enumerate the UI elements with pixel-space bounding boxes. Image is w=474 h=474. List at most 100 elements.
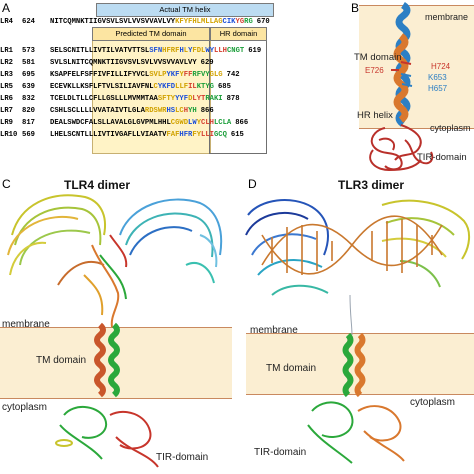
- sequence-segment: HFRF: [162, 47, 180, 55]
- membrane-line-bottom: [359, 128, 474, 129]
- tlr4-dimer-structure: [7, 194, 223, 468]
- sequence-segment: H: [179, 47, 184, 55]
- sequence-segment: FY: [192, 131, 202, 139]
- hr-helix-label-b: HR helix: [357, 110, 393, 121]
- sequence-segment: SFN: [149, 47, 163, 55]
- predicted-tm-domain-box: Predicted TM domain: [92, 27, 210, 41]
- panel-letter-a: A: [2, 1, 11, 15]
- sequence-start: 832: [22, 95, 35, 103]
- sequence-start: 573: [22, 47, 35, 55]
- sequence-segment: LLH: [214, 47, 227, 55]
- tir-domain-label-d: TIR-domain: [254, 447, 307, 458]
- left-ectodomain: [7, 194, 106, 286]
- sequence-segment: WY: [205, 47, 215, 55]
- cytoplasm-label-b: cytoplasm: [430, 123, 471, 133]
- sequence-segment: GLG: [209, 71, 223, 79]
- sequence-segment: CGWD: [170, 119, 189, 127]
- sequence-start: 820: [22, 107, 35, 115]
- sequence-segment: SELSCNITLLIVTILVATVTTSL: [50, 47, 150, 55]
- tlr4-monomer-structure: [369, 2, 434, 172]
- membrane-line-bottom-c: [0, 398, 232, 399]
- sequence-segment: CLH: [201, 119, 214, 127]
- panel-d: D TLR3 dimer: [232, 175, 474, 474]
- sequence-end: 878: [226, 95, 240, 103]
- sequence-segment: ECEVKLLKSFLFTVLSILIAVFNL: [50, 83, 154, 91]
- sequence-end: 866: [235, 119, 249, 127]
- sequence-segment: SFTY: [157, 95, 176, 103]
- cytoplasm-label-d: cytoplasm: [410, 397, 456, 408]
- sequence-start: 817: [22, 119, 35, 127]
- sequence-segment: LLF: [175, 83, 189, 91]
- sequence-segment: CSHLSCLLLLVVATAIVTLGLA: [50, 107, 145, 115]
- sequence-segment: C: [153, 83, 158, 91]
- sequence-segment: D: [188, 95, 193, 103]
- sequence-segment: H: [183, 107, 189, 115]
- sequence-name: LR2: [0, 59, 13, 67]
- panel-b: B membrane TM domain HR helix cytoplasm …: [345, 0, 474, 175]
- sequence-segment: L: [183, 47, 189, 55]
- sequence-segment: DEALSWDCFALSLLAVALGLGVPMLHHL: [50, 119, 171, 127]
- sequence-segment: Y: [179, 71, 184, 79]
- tir-domain-label-c: TIR-domain: [156, 452, 209, 463]
- sequence-segment: RG: [244, 18, 253, 26]
- sequence-end: 742: [226, 71, 240, 79]
- sequence-segment: Y: [188, 47, 193, 55]
- sequence-segment: NITCQMNK: [50, 18, 85, 26]
- panel-c: C TLR4 dimer: [0, 175, 232, 474]
- tm-highlight-region: [92, 40, 211, 154]
- sequence-end: 629: [200, 59, 214, 67]
- sequence-segment: HS: [166, 107, 176, 115]
- sequence-start: 581: [22, 59, 35, 67]
- sequence-segment: TCELDLTLLCFLLGSLLLMVMMTAA: [50, 95, 158, 103]
- residue-label-h657: H657: [428, 84, 448, 93]
- cytoplasm-label-c: cytoplasm: [2, 402, 48, 413]
- sequence-segment: LYT: [192, 95, 206, 103]
- sequence-name: LR1: [0, 47, 13, 55]
- residue-label-k653: K653: [428, 73, 447, 82]
- sequence-start: 639: [22, 83, 35, 91]
- sequence-segment: TIIGVSVLSVLVVSVVAVLVY: [84, 18, 176, 26]
- central-linker: [83, 234, 128, 328]
- panel-a: A Actual TM helix Predicted TM domain HR…: [0, 0, 345, 175]
- sequence-name: LR4: [0, 18, 13, 26]
- sequence-segment: LC: [175, 107, 184, 115]
- sequence-name: LR9: [0, 119, 13, 127]
- tm-domain-label-b: TM domain: [354, 52, 402, 63]
- sequence-segment: RDSWR: [144, 107, 167, 115]
- sequence-end: 670: [256, 18, 270, 26]
- sequence-segment: GCQ: [213, 131, 227, 139]
- sequence-segment: LLI: [201, 131, 214, 139]
- sequence-segment: RFVY: [192, 71, 210, 79]
- sequence-segment: YG: [235, 18, 245, 26]
- sequence-segment: LCLA: [213, 119, 232, 127]
- sequence-name: LR3: [0, 71, 13, 79]
- tir-domains-d: [307, 401, 405, 464]
- tm-helices-d: [342, 332, 366, 398]
- sequence-segment: YKF: [166, 71, 180, 79]
- tlr3-dimer-title: TLR3 dimer: [338, 178, 405, 192]
- sequence-segment: HFR: [179, 131, 193, 139]
- tm-helix: [393, 2, 411, 127]
- panel-letter-c: C: [2, 177, 11, 191]
- sequence-name: LR10: [0, 131, 18, 139]
- sequence-segment: Y: [196, 119, 202, 127]
- sequence-segment: FF: [183, 71, 193, 79]
- tir-domain-structure: [369, 124, 434, 172]
- membrane-label-c: membrane: [2, 319, 50, 330]
- right-ectodomain-d: [381, 199, 470, 288]
- membrane-line-top-d: [246, 333, 474, 334]
- hr-domain-box: HR domain: [210, 27, 267, 41]
- sequence-end: 685: [217, 83, 231, 91]
- sequence-segment: CIK: [222, 18, 236, 26]
- sequence-segment: CNGT: [226, 47, 245, 55]
- sequence-segment: LW: [188, 119, 197, 127]
- sequence-row: LR9 817 DEALSWDCFALSLLAVALGLGVPMLHHLCGWDLW…: [0, 118, 248, 128]
- tlr3-dimer-structure: [245, 199, 470, 464]
- dsrna-helix: [261, 215, 443, 275]
